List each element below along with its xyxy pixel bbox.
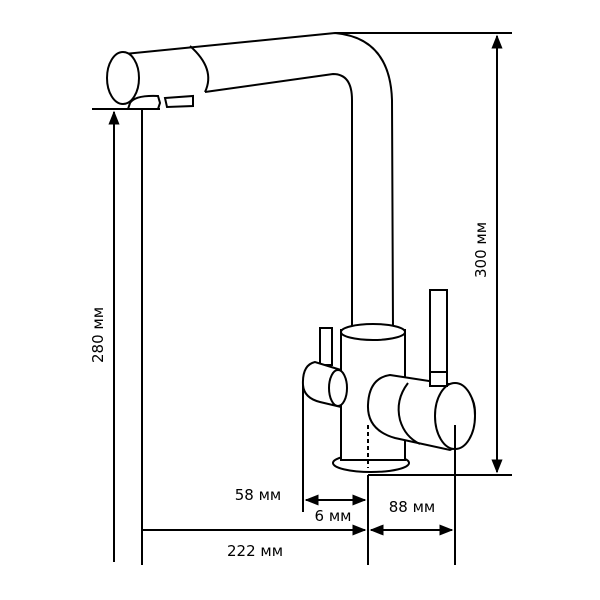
dim-88-label: 88 мм <box>389 498 436 516</box>
dim-58-label: 58 мм <box>235 486 282 504</box>
dimension-lines <box>92 32 512 565</box>
dim-280-label: 280 мм <box>89 307 107 363</box>
right-handle <box>366 289 477 452</box>
faucet-spout <box>106 31 394 331</box>
dim-6-label: 6 мм <box>315 507 352 525</box>
dim-222-label: 222 мм <box>227 542 283 560</box>
dim-300-label: 300 мм <box>472 222 490 278</box>
